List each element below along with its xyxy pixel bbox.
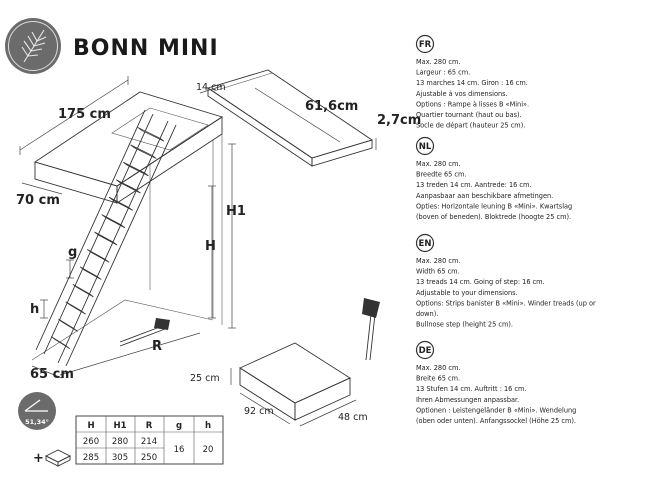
spec-line: Max. 280 cm.: [416, 57, 460, 66]
dim-block-48: 48 cm: [338, 412, 368, 423]
spec-line: Breite 65 cm.: [416, 374, 460, 383]
stair-tread: [123, 161, 149, 177]
spec-line: Ajustable à vos dimensions.: [416, 89, 508, 98]
dimensions-table: H H1 R g h 260 280 214 285 305 250 16 20: [75, 415, 224, 465]
language-block-en: EN Max. 280 cm. Width 65 cm.13 treads 14 c…: [415, 233, 596, 329]
dim-R: R: [152, 339, 162, 354]
spec-line: Max. 280 cm.: [416, 256, 460, 265]
language-badge: [415, 233, 435, 253]
table-cell: 214: [141, 437, 157, 447]
language-block-de: DE Max. 280 cm. Breite 65 cm.13 Stufen 14 …: [415, 340, 576, 425]
table-header-H1: H1: [113, 421, 126, 431]
table-header-R: R: [146, 421, 153, 431]
spec-line: Aanpasbaar aan beschikbare afmetingen.: [416, 191, 553, 200]
stair-tread: [79, 266, 102, 280]
spec-line: Max. 280 cm.: [416, 363, 460, 372]
tread-detail: 14 cm 61,6cm 2,7cm: [196, 69, 421, 167]
stair-tread: [87, 249, 110, 263]
table-cell-h: 20: [203, 445, 214, 455]
spec-line: 13 treads 14 cm. Going of step: 16 cm.: [416, 277, 545, 286]
block-step-detail: 25 cm 92 cm 48 cm: [190, 342, 368, 427]
dim-width-175: 175 cm: [58, 107, 111, 122]
angle-value: 51,34°: [25, 418, 49, 426]
spec-line: Optionen : Leistengeländer B «Mini». Wen…: [416, 405, 576, 414]
dim-block-25: 25 cm: [190, 373, 220, 384]
spec-line: Opties: Horizontale leuning B «Mini». Kw…: [416, 201, 572, 210]
pine-leaf-icon: [21, 29, 47, 63]
stair-tread: [65, 301, 86, 315]
stair-tread: [58, 318, 78, 332]
language-block-fr: FR Max. 280 cm. Largeur : 65 cm.13 marches…: [415, 34, 529, 130]
spec-line: Breedte 65 cm.: [416, 170, 467, 179]
spec-line: 13 marches 14 cm. Giron : 16 cm.: [416, 78, 528, 87]
table-cell-g: 16: [174, 445, 185, 455]
angle-icon: [24, 399, 48, 412]
table-cell: 285: [83, 453, 99, 463]
spec-line: Adjustable to your dimensions.: [416, 288, 518, 297]
table-header-H: H: [87, 421, 94, 431]
logo-badge: [5, 18, 61, 74]
spec-line: (oben oder unten). Anfangssockel (Höhe 2…: [416, 416, 576, 425]
plus-symbol: +: [33, 451, 44, 466]
spec-line: down).: [416, 309, 438, 318]
stair-tread: [72, 283, 94, 298]
dim-block-92: 92 cm: [244, 406, 274, 417]
dim-width-65: 65 cm: [30, 367, 74, 382]
spec-line: Max. 280 cm.: [416, 159, 460, 168]
dim-H1: H1: [226, 204, 246, 219]
language-badge: [415, 34, 435, 54]
language-code: FR: [419, 40, 432, 50]
language-descriptions: FR Max. 280 cm. Largeur : 65 cm.13 marches…: [415, 34, 596, 425]
stair-tread: [108, 196, 133, 211]
dim-depth-70: 70 cm: [16, 193, 60, 208]
spec-line: (boven of beneden). Bloktrede (hoogte 25…: [416, 212, 571, 221]
stair-tread: [50, 336, 71, 350]
dim-tread-27: 2,7cm: [377, 113, 421, 128]
spec-line: Quartier tournant (haut ou bas).: [416, 110, 522, 119]
stair-tread: [115, 179, 141, 194]
stair-treads: [50, 127, 165, 350]
table-cell: 260: [83, 437, 99, 447]
table-cell: 280: [112, 437, 128, 447]
spec-line: Bullnose step (height 25 cm).: [416, 320, 513, 329]
language-code: EN: [419, 239, 432, 249]
angle-badge: 51,34°: [18, 392, 56, 430]
language-code: DE: [419, 346, 432, 356]
table-header-g: g: [176, 421, 182, 431]
dim-H: H: [205, 239, 216, 254]
spec-line: Largeur : 65 cm.: [416, 68, 470, 77]
dim-tread-14: 14 cm: [196, 82, 226, 93]
language-badge: [415, 136, 435, 156]
dim-h: h: [30, 302, 39, 317]
product-title: BONN MINI: [73, 36, 219, 61]
language-code: NL: [419, 142, 432, 152]
spec-line: 13 Stufen 14 cm. Auftritt : 16 cm.: [416, 384, 527, 393]
spec-line: Width 65 cm.: [416, 267, 460, 276]
spec-line: Options : Rampe à lisses B «Mini».: [416, 99, 529, 108]
language-block-nl: NL Max. 280 cm. Breedte 65 cm.13 treden 14…: [415, 136, 572, 221]
dim-g: g: [68, 245, 77, 260]
table-cell: 305: [112, 453, 128, 463]
stair-tread: [101, 214, 126, 229]
stair-tread: [94, 231, 118, 246]
stair-drawing: 175 cm 70 cm H1 H g h R 65 cm: [16, 76, 246, 382]
table-header-h: h: [205, 421, 211, 431]
language-badge: [415, 340, 435, 360]
spec-line: Socle de départ (hauteur 25 cm).: [416, 121, 525, 130]
stair-tread: [137, 127, 165, 142]
rail-bracket-icon: [119, 318, 170, 347]
banister-strip-icon: [362, 298, 380, 361]
stair-tread: [130, 144, 157, 159]
spec-line: 13 treden 14 cm. Aantrede: 16 cm.: [416, 180, 532, 189]
spec-line: Ihren Abmessungen anpassbar.: [416, 395, 519, 404]
table-cell: 250: [141, 453, 157, 463]
block-step-icon: [44, 449, 72, 467]
spec-line: Options: Strips banister B «Mini». Winde…: [416, 298, 596, 307]
dim-tread-616: 61,6cm: [305, 99, 358, 114]
